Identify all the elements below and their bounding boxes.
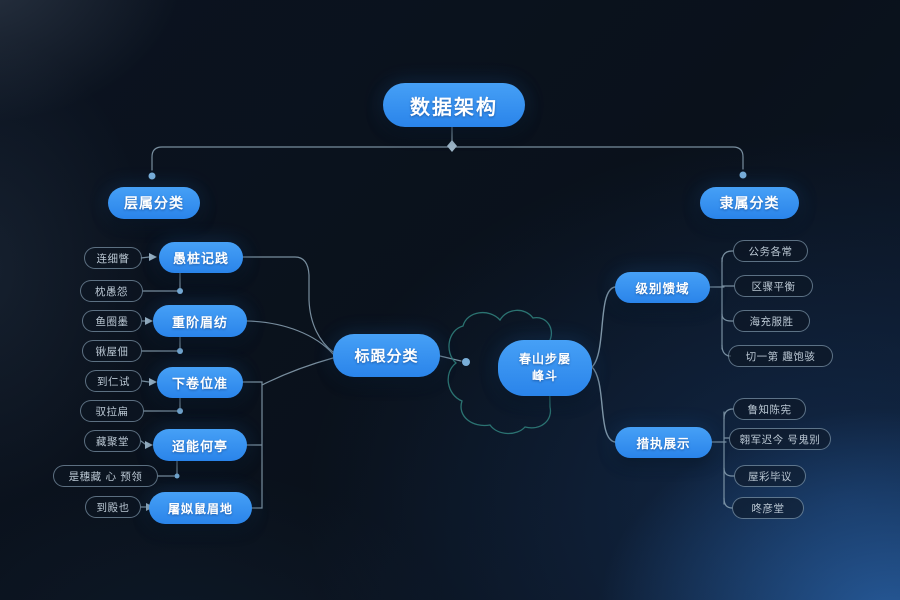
junction-markers [145, 140, 457, 511]
junction-dot [174, 473, 180, 479]
curly-brace [591, 286, 616, 443]
left-leaf-node[interactable]: 鱼圈墨 [82, 310, 142, 332]
junction-dot [177, 408, 183, 414]
arrowhead-icon [145, 317, 153, 325]
right-branch-header[interactable]: 隶属分类 [700, 187, 799, 219]
connector [157, 460, 178, 477]
right-leaf-node[interactable]: 咚彦堂 [732, 497, 804, 519]
connector [246, 320, 334, 355]
right-leaf-node[interactable]: 切一第 趣饱骇 [728, 345, 833, 367]
right-mid-node[interactable]: 措执展示 [615, 427, 712, 458]
arrowhead-icon [149, 253, 157, 261]
connector [723, 467, 735, 477]
connector [242, 256, 334, 353]
connector [439, 355, 462, 362]
junction-dot [739, 171, 747, 179]
connector [142, 272, 181, 292]
arrowhead-icon [149, 378, 157, 386]
connector [242, 381, 263, 509]
right-leaf-node[interactable]: 翱军迟今 号鬼别 [729, 428, 831, 450]
left-leaf-node[interactable]: 到殿也 [85, 496, 141, 518]
root-node[interactable]: 数据架构 [383, 83, 525, 127]
right-leaf-node[interactable]: 海充服胜 [733, 310, 810, 332]
left-leaf-node[interactable]: 枕愚怨 [80, 280, 143, 302]
left-mid-node[interactable]: 屠姒鼠眉地 [149, 492, 252, 524]
left-mid-node[interactable]: 迢能何亭 [153, 429, 247, 461]
connector [721, 250, 734, 263]
connector [141, 380, 150, 383]
junction-dot [177, 348, 183, 354]
left-leaf-node[interactable]: 是穗藏 心 预领 [53, 465, 158, 487]
right-leaf-node[interactable]: 区骤平衡 [734, 275, 813, 297]
left-leaf-node[interactable]: 驭拉扁 [80, 400, 144, 422]
center-node[interactable]: 标跟分类 [333, 334, 440, 377]
connector [151, 146, 453, 171]
hub-node[interactable]: 春山步屡 峰斗 [498, 340, 592, 396]
connector [451, 146, 744, 170]
junction-dot [148, 172, 156, 180]
left-mid-node[interactable]: 重阶眉纺 [153, 305, 247, 337]
connector [141, 336, 181, 352]
connector [721, 313, 734, 322]
junction-dot [462, 358, 470, 366]
diamond-junction-icon [447, 140, 457, 152]
connector [261, 357, 334, 386]
junction-dot [177, 288, 183, 294]
left-leaf-node[interactable]: 到仁试 [85, 370, 142, 392]
arrowhead-icon [145, 441, 153, 449]
junction-dots [148, 171, 747, 479]
left-leaf-node[interactable]: 藏聚堂 [84, 430, 141, 452]
right-leaf-node[interactable]: 鲁知陈宪 [733, 398, 806, 420]
connector [140, 440, 146, 445]
left-mid-node[interactable]: 愚桩记践 [159, 242, 243, 273]
left-mid-node[interactable]: 下卷位准 [157, 367, 243, 398]
left-branch-header[interactable]: 层属分类 [108, 187, 200, 219]
connector [143, 397, 181, 412]
connector [723, 408, 734, 420]
hub-line-2: 峰斗 [531, 369, 558, 383]
left-leaf-node[interactable]: 锹屋佃 [82, 340, 142, 362]
cloud-scribble-icon [447, 309, 553, 435]
connector [140, 256, 150, 259]
left-leaf-node[interactable]: 连细瞥 [84, 247, 142, 269]
hub-line-1: 春山步屡 [518, 351, 571, 366]
connector [723, 497, 733, 509]
right-leaf-node[interactable]: 屋彩毕议 [734, 465, 806, 487]
right-leaf-node[interactable]: 公务各常 [733, 240, 808, 262]
right-mid-node[interactable]: 级别馈域 [615, 272, 710, 303]
connector-lines [140, 126, 744, 509]
